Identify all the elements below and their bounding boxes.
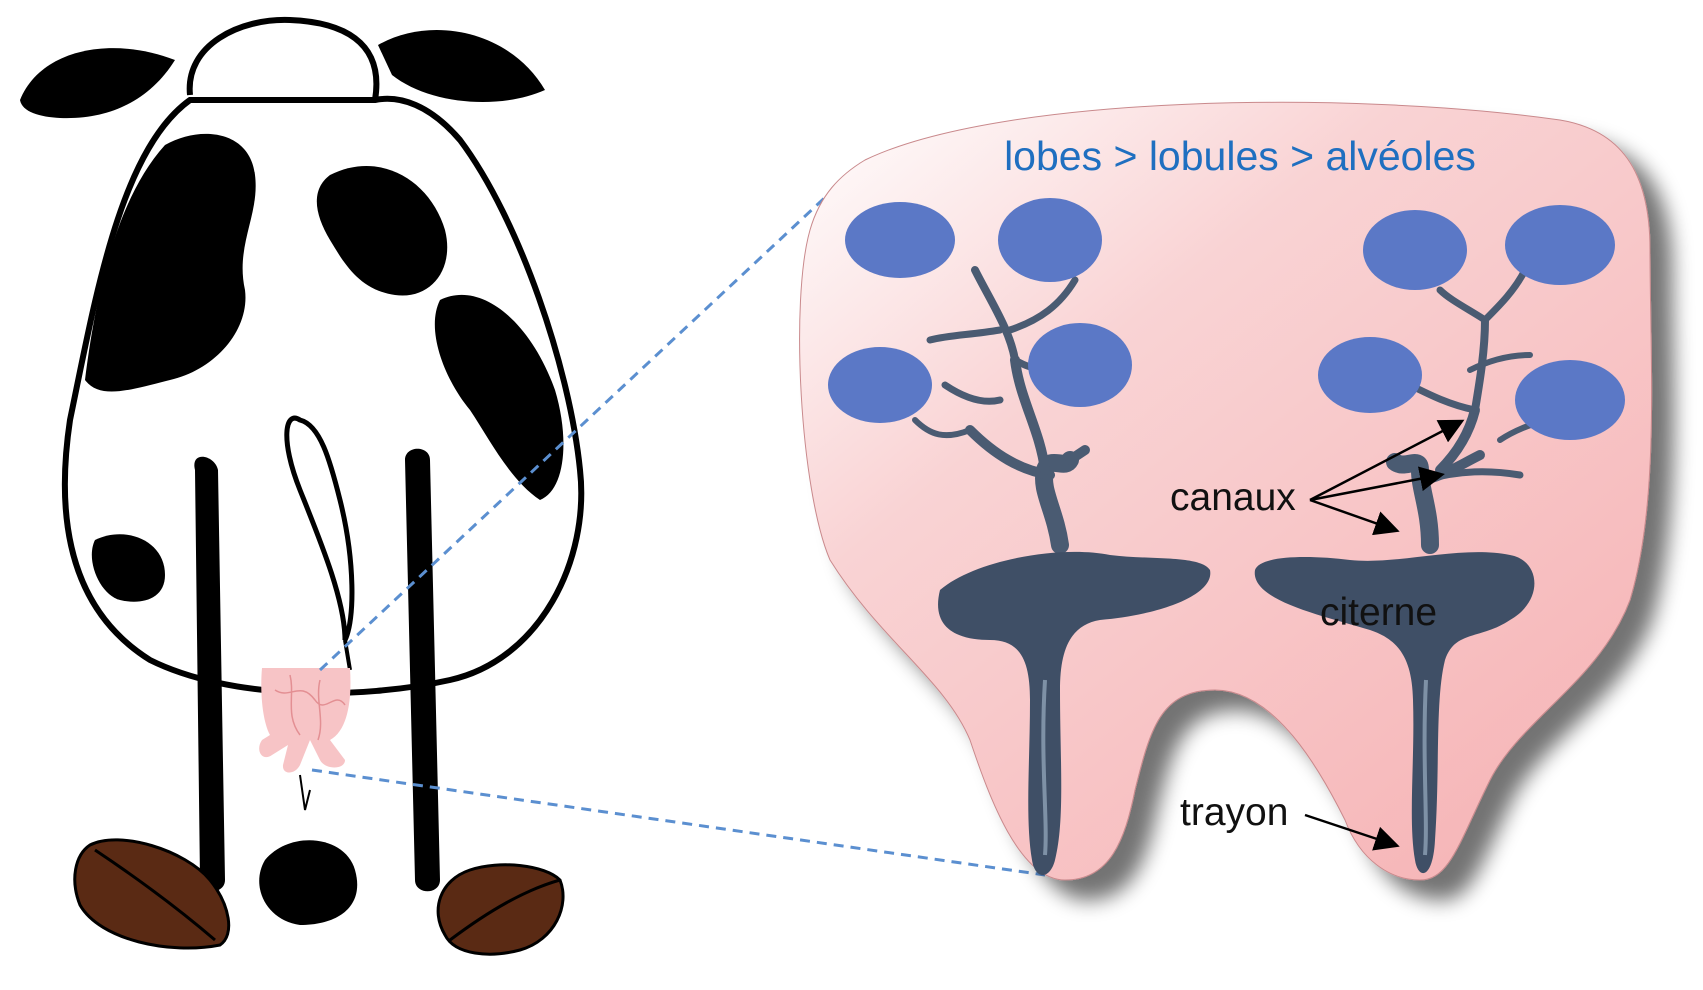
right-ear xyxy=(378,30,545,102)
cow-head xyxy=(190,20,377,100)
left-ear xyxy=(20,48,175,118)
lobe xyxy=(1363,210,1467,290)
lobe xyxy=(1318,337,1422,413)
lobe xyxy=(1505,205,1615,285)
lobe xyxy=(998,198,1102,282)
lobe xyxy=(1515,360,1625,440)
cistern-label: citerne xyxy=(1320,591,1437,634)
udder-cross-section: lobes > lobules > alvéoles xyxy=(800,102,1652,880)
diagram-title: lobes > lobules > alvéoles xyxy=(1004,133,1476,179)
lobe xyxy=(828,347,932,423)
right-hoof xyxy=(438,865,563,954)
lobe xyxy=(845,202,955,278)
cow-udder xyxy=(259,668,350,773)
tail-tuft xyxy=(259,840,357,925)
lobe xyxy=(1028,323,1132,407)
canals-label: canaux xyxy=(1170,476,1296,519)
teat-label: trayon xyxy=(1180,791,1288,834)
cow-illustration xyxy=(20,20,581,954)
